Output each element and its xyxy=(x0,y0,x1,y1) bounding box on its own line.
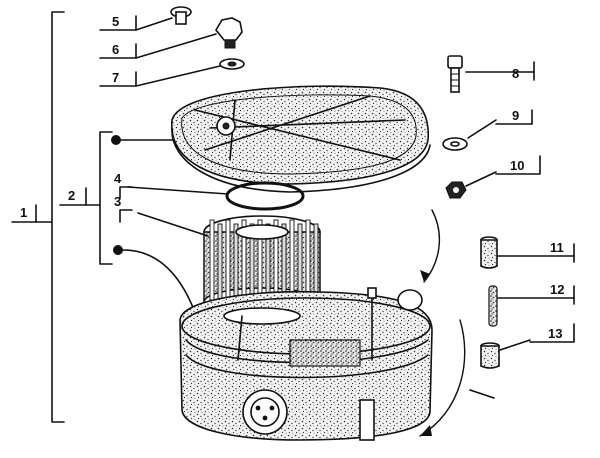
callout-label-12: 12 xyxy=(550,282,564,297)
leader-3 xyxy=(137,212,209,237)
cooling-fin xyxy=(233,223,239,305)
pin-part-12 xyxy=(488,285,498,327)
callout-box-13 xyxy=(529,323,575,343)
flow-arrow-upper xyxy=(420,209,441,283)
washer-part-9 xyxy=(442,137,468,151)
bracket-assembly-2 xyxy=(59,131,195,311)
leader-9 xyxy=(467,119,497,139)
leader-13 xyxy=(499,339,531,351)
callout-label-1: 1 xyxy=(20,205,27,220)
callout-box-6 xyxy=(99,43,137,59)
leader-6 xyxy=(135,33,217,59)
callout-label-9: 9 xyxy=(512,108,519,123)
callout-label-11: 11 xyxy=(550,240,564,255)
leader-7 xyxy=(135,65,221,87)
sleeve-part-11 xyxy=(480,236,498,269)
cover-lid xyxy=(171,85,431,193)
leader-4 xyxy=(127,186,229,195)
callout-box-4 xyxy=(119,186,133,199)
callout-label-13: 13 xyxy=(548,326,562,341)
callout-label-10: 10 xyxy=(510,158,524,173)
leader-10 xyxy=(465,171,497,187)
cooling-fin xyxy=(209,219,215,301)
callout-label-7: 7 xyxy=(112,70,119,85)
callout-label-4: 4 xyxy=(114,171,122,186)
callout-label-8: 8 xyxy=(512,66,519,81)
screw-part-5 xyxy=(170,6,192,25)
callout-label-6: 6 xyxy=(112,42,119,57)
bolt-part-8 xyxy=(447,55,463,93)
cooling-fin xyxy=(217,223,223,305)
cooling-fin xyxy=(305,219,311,301)
washer-part-7 xyxy=(219,58,245,70)
callout-label-5: 5 xyxy=(112,14,119,29)
gasket-ring xyxy=(225,181,305,211)
callout-box-10 xyxy=(495,155,541,175)
callout-label-3: 3 xyxy=(114,194,121,209)
cooling-fin xyxy=(225,219,231,301)
leader-5 xyxy=(135,17,173,31)
knob-part-6 xyxy=(215,17,243,49)
nut-part-10 xyxy=(445,181,467,199)
callout-box-7 xyxy=(99,71,137,87)
callout-box-9 xyxy=(495,109,533,125)
cooling-fin xyxy=(289,219,295,301)
callout-label-2: 2 xyxy=(68,188,75,203)
callout-box-3 xyxy=(119,209,133,223)
base-housing xyxy=(179,287,433,441)
bracket-assembly-1 xyxy=(11,11,65,423)
callout-box-5 xyxy=(99,15,137,31)
flow-arrow-lower xyxy=(419,319,495,437)
bushing-part-13 xyxy=(480,342,500,369)
